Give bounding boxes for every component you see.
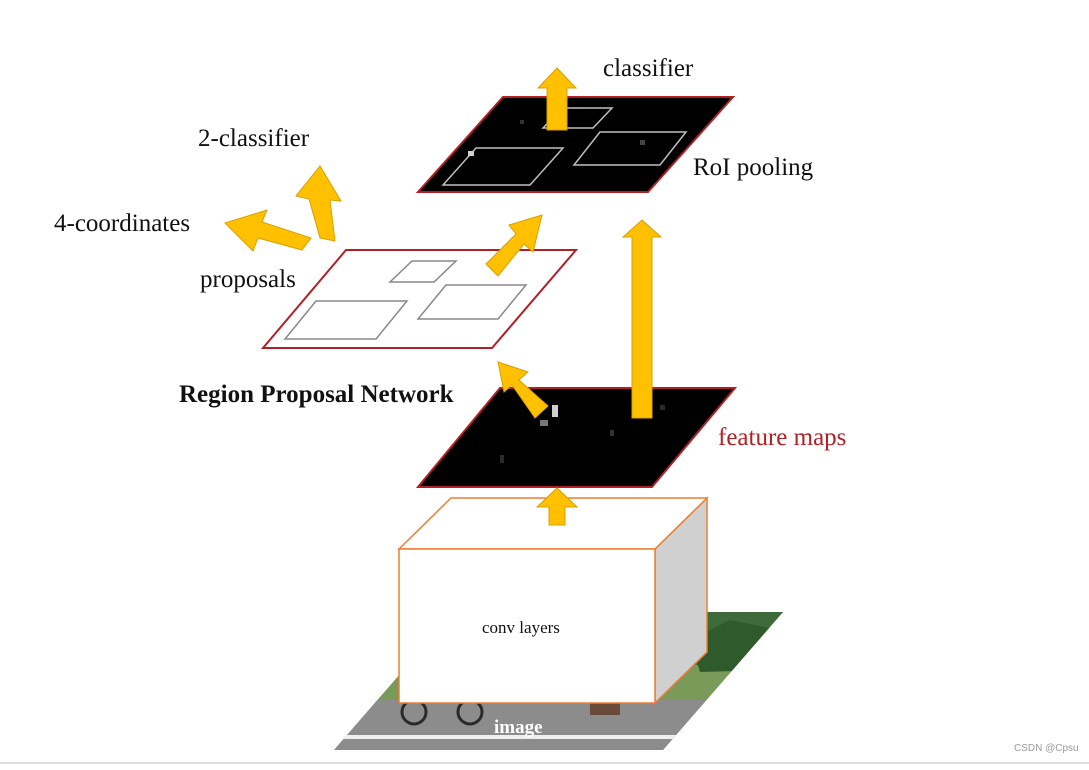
watermark: CSDN @Cpsu: [1014, 743, 1079, 754]
classifier-label: classifier: [603, 55, 694, 82]
arrow-conv-to-feature: [535, 487, 579, 526]
image-label: image: [494, 717, 543, 738]
arrow-feature-to-roi: [621, 219, 663, 419]
arrow-roi-to-classifier: [536, 67, 578, 131]
arrow-proposals-to-roi: [485, 214, 543, 277]
roi-pooling-label: RoI pooling: [693, 154, 814, 181]
roi-pooling-plane: [415, 96, 736, 193]
conv-layers-label: conv layers: [482, 618, 560, 637]
feature-maps-plane: [415, 387, 738, 488]
rpn-label: Region Proposal Network: [179, 381, 454, 408]
proposals-label: proposals: [200, 266, 296, 293]
feature-maps-label: feature maps: [718, 424, 847, 451]
two-classifier-label: 2-classifier: [198, 125, 310, 152]
proposals-plane: [260, 249, 579, 349]
bottom-divider: [0, 762, 1089, 764]
four-coordinates-label: 4-coordinates: [54, 210, 191, 237]
arrow-to-2-classifier: [295, 165, 342, 242]
arrow-to-4-coordinates: [224, 209, 312, 252]
arrow-feature-to-proposals: [497, 361, 549, 419]
conv-layers-box: [397, 496, 709, 705]
